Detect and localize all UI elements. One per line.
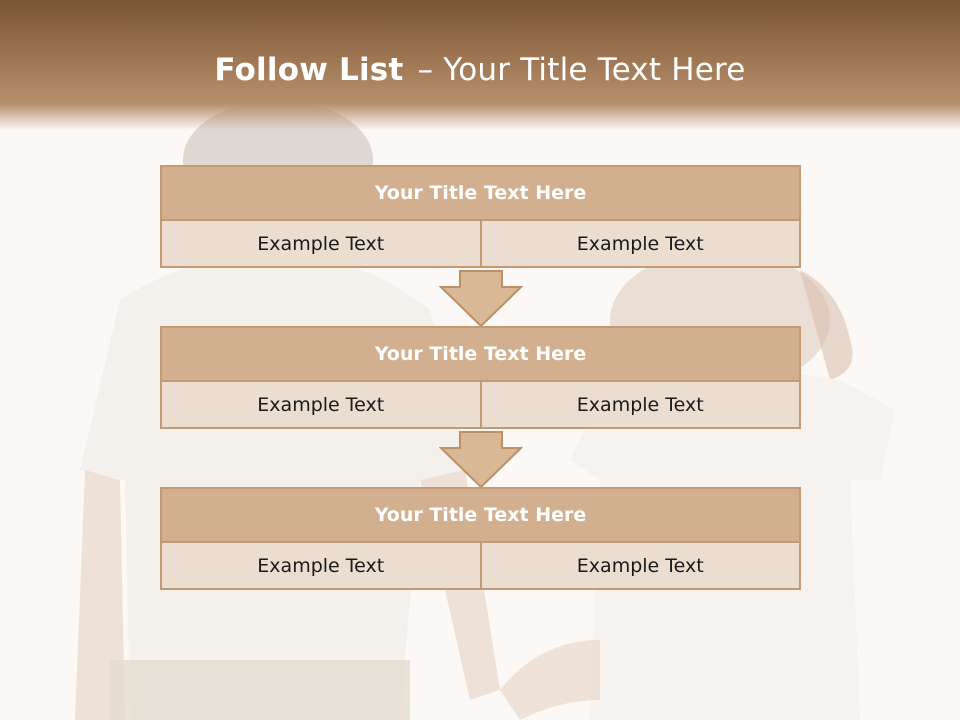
- block-cell-left: Example Text: [160, 541, 482, 590]
- title-separator: –: [417, 52, 434, 88]
- list-block-3: Your Title Text Here Example Text Exampl…: [160, 487, 801, 590]
- block-row: Example Text Example Text: [160, 541, 801, 590]
- header-band: [0, 0, 960, 130]
- block-title: Your Title Text Here: [160, 165, 801, 221]
- list-block-2: Your Title Text Here Example Text Exampl…: [160, 326, 801, 429]
- block-row: Example Text Example Text: [160, 380, 801, 429]
- block-cell-left: Example Text: [160, 219, 482, 268]
- list-block-1: Your Title Text Here Example Text Exampl…: [160, 165, 801, 268]
- block-cell-right: Example Text: [479, 219, 801, 268]
- slide-title: Follow List–Your Title Text Here: [0, 52, 960, 88]
- title-bold: Follow List: [214, 52, 404, 88]
- block-row: Example Text Example Text: [160, 219, 801, 268]
- down-arrow-icon: [439, 431, 523, 489]
- block-cell-right: Example Text: [479, 380, 801, 429]
- title-rest: Your Title Text Here: [443, 52, 746, 88]
- block-title: Your Title Text Here: [160, 326, 801, 382]
- block-cell-right: Example Text: [479, 541, 801, 590]
- block-title: Your Title Text Here: [160, 487, 801, 543]
- block-cell-left: Example Text: [160, 380, 482, 429]
- down-arrow-icon: [439, 270, 523, 328]
